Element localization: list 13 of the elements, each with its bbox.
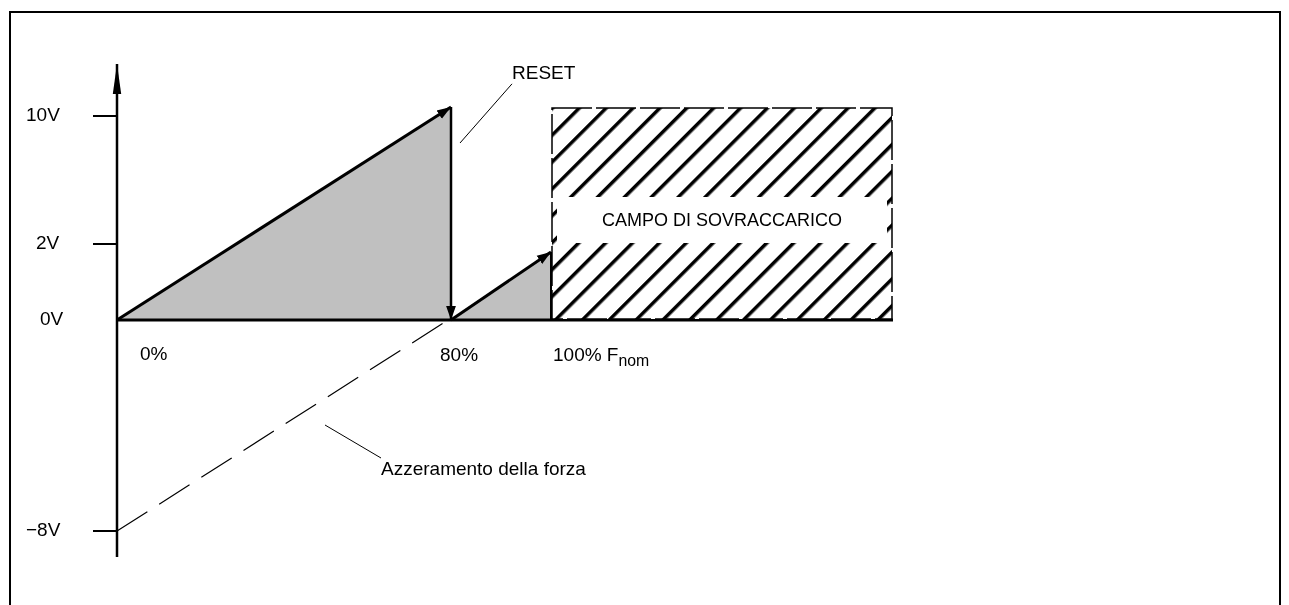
leader-line — [324, 424, 382, 459]
axis-tick-label: 80% — [440, 344, 479, 366]
axis-tick-label: 2V — [36, 232, 60, 254]
axis-tick-label: 0% — [140, 343, 168, 365]
axis-tick-label: 0V — [40, 308, 64, 330]
axis-tick-label: −8V — [26, 519, 61, 541]
callout-text: Azzeramento della forza — [381, 458, 586, 480]
axis-tick-label: 100% F$_{nom}$ — [553, 344, 650, 370]
leader-line — [459, 83, 513, 144]
axis-tick-label: 10V — [26, 104, 60, 126]
overload-zone — [551, 107, 893, 320]
callout-text: RESET — [512, 62, 576, 84]
zone-label: CAMPO DI SOVRACCARICO — [557, 197, 887, 243]
